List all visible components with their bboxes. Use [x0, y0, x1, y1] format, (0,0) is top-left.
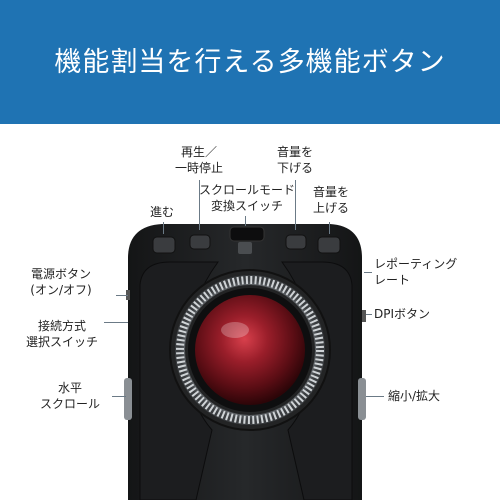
header-banner: 機能割当を行える多機能ボタン: [0, 0, 500, 124]
label-power: 電源ボタン (オン/オフ): [30, 267, 92, 297]
leader-connection: [104, 322, 128, 323]
label-scroll-mode: スクロールモード 変換スイッチ: [198, 183, 295, 213]
scroll-mode-knob-shape: [238, 242, 252, 254]
vol-up-button-shape: [317, 236, 341, 254]
leader-report-rate: [364, 272, 372, 273]
label-forward: 進む: [149, 205, 174, 219]
leader-vol-up: [329, 222, 330, 234]
vol-down-button-shape: [285, 234, 307, 250]
label-vol-up: 音量を 上げる: [312, 185, 349, 215]
trackball-ball: [195, 295, 305, 405]
label-connection: 接続方式 選択スイッチ: [25, 319, 98, 349]
zoom-button-shape: [358, 378, 366, 420]
label-report-rate: レポーティング レート: [374, 257, 458, 287]
scroll-mode-switch-shape: [229, 226, 265, 242]
forward-button-shape: [152, 236, 176, 254]
leader-power: [116, 295, 128, 296]
leader-dpi: [366, 314, 372, 315]
leader-scroll-mode: [245, 216, 246, 226]
label-dpi: DPIボタン: [374, 307, 431, 321]
label-vol-down: 音量を 下げる: [276, 145, 313, 175]
leader-forward: [163, 222, 164, 234]
dpi-button-shape: [362, 310, 366, 322]
label-hscroll: 水平 スクロール: [39, 381, 100, 411]
label-zoom: 縮小/拡大: [388, 389, 441, 403]
banner-title: 機能割当を行える多機能ボタン: [54, 47, 446, 78]
play-pause-button-shape: [189, 234, 211, 250]
label-play-pause: 再生／ 一時停止: [174, 145, 223, 175]
power-button-shape: [126, 290, 130, 300]
ball-highlight: [221, 322, 249, 338]
leader-zoom: [366, 396, 384, 397]
leader-hscroll: [112, 396, 126, 397]
leader-play-pause: [199, 180, 200, 230]
ball-ring-ticks: [176, 276, 324, 424]
leader-vol-down: [295, 180, 296, 230]
hscroll-button-shape: [124, 378, 132, 420]
